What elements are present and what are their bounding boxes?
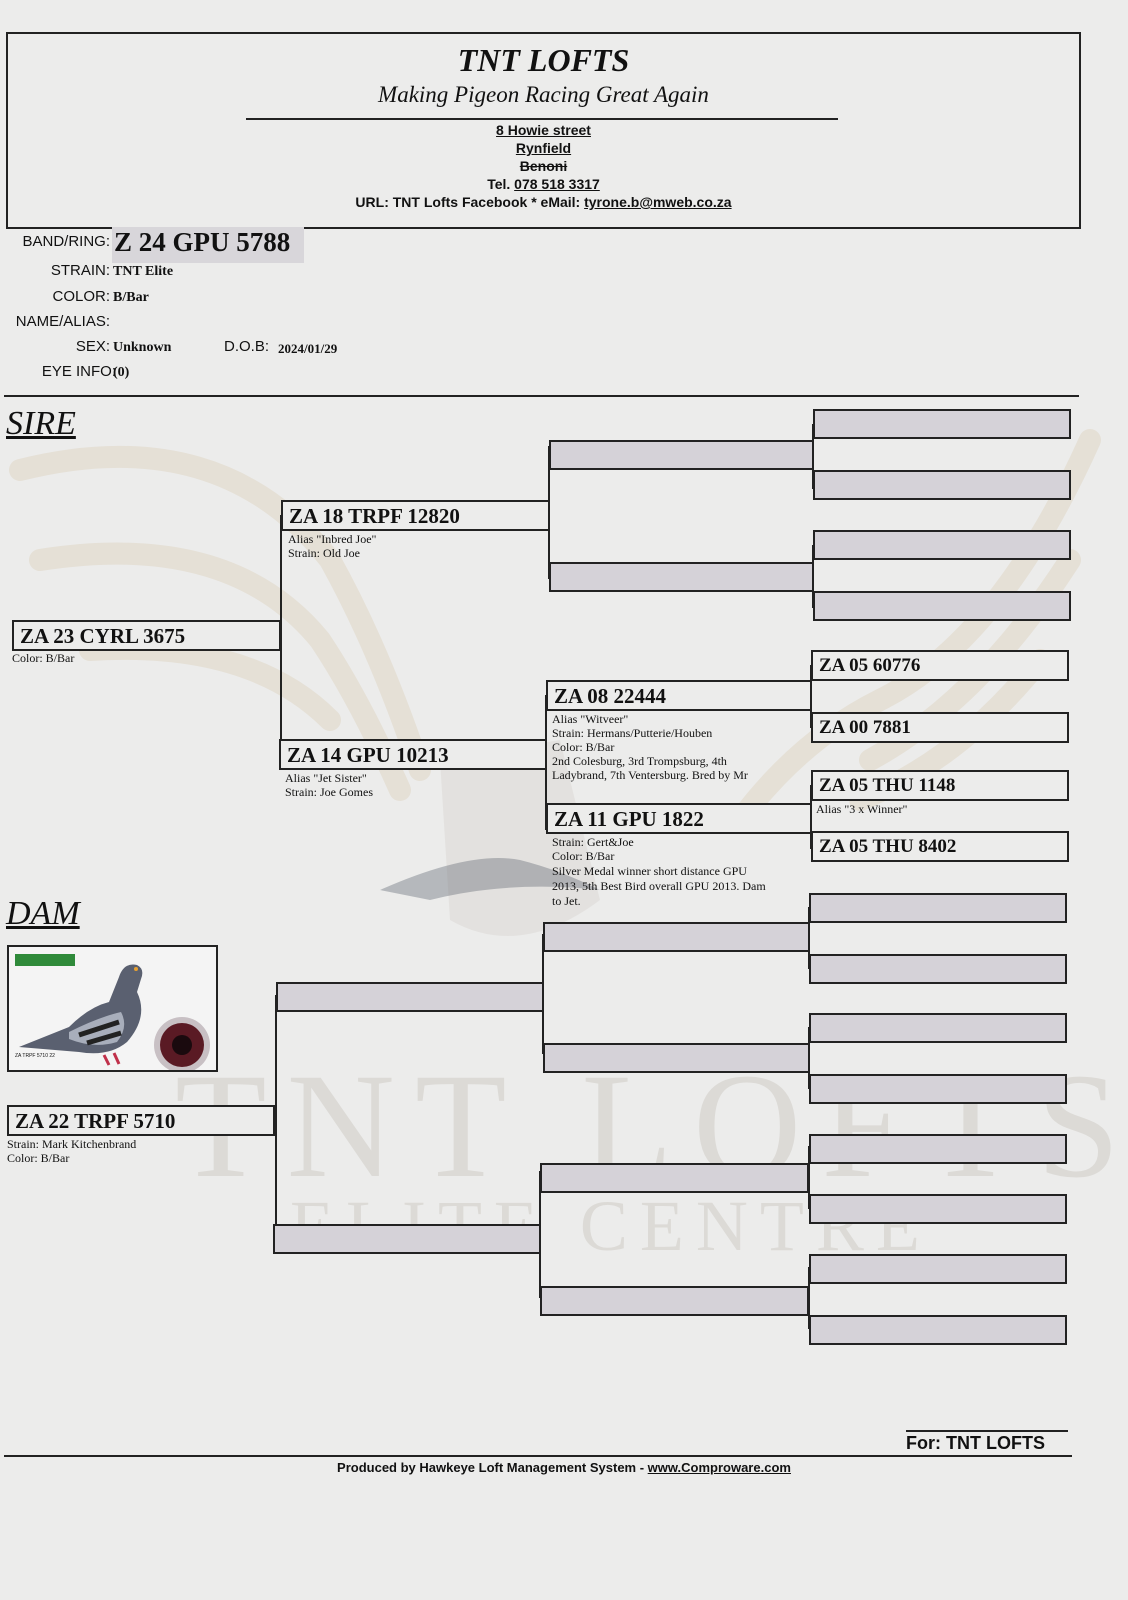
url-prefix: URL: TNT Lofts Facebook * eMail: bbox=[355, 194, 581, 210]
ancestor-box-empty bbox=[276, 982, 544, 1012]
gen4-band: ZA 05 60776 bbox=[819, 655, 921, 676]
eye-value: (0) bbox=[113, 365, 130, 380]
sire-dam-dam-note: Silver Medal winner short distance GPU bbox=[552, 864, 747, 878]
strain-label: STRAIN: bbox=[50, 262, 110, 279]
sire-dam-dam-band: ZA 11 GPU 1822 bbox=[554, 807, 704, 831]
name-alias-label: NAME/ALIAS: bbox=[15, 313, 110, 330]
dob-label: D.O.B: bbox=[224, 338, 270, 355]
ancestor-box-empty bbox=[543, 922, 810, 952]
color-value: B/Bar bbox=[113, 290, 149, 305]
ancestor-box-empty bbox=[549, 562, 814, 592]
info-divider bbox=[4, 395, 1079, 397]
sire-dam-sire-strain: Strain: Hermans/Putterie/Houben bbox=[552, 726, 713, 740]
ancestor-box-empty bbox=[540, 1163, 809, 1193]
ancestor-box-empty bbox=[813, 591, 1071, 621]
dob-value: 2024/01/29 bbox=[278, 341, 338, 356]
address-line-3: Benoni bbox=[519, 158, 568, 174]
loft-title: TNT LOFTS bbox=[457, 42, 630, 78]
sire-color: Color: B/Bar bbox=[12, 651, 75, 665]
sire-dam-alias: Alias "Jet Sister" bbox=[285, 771, 367, 785]
ancestor-box-empty bbox=[809, 1315, 1067, 1345]
gen4-band: ZA 05 THU 1148 bbox=[819, 775, 956, 796]
gen4-alias: Alias "3 x Winner" bbox=[816, 802, 908, 816]
tel-number: 078 518 3317 bbox=[514, 176, 600, 192]
sire-dam-band: ZA 14 GPU 10213 bbox=[287, 743, 449, 767]
ancestor-box-empty bbox=[540, 1286, 809, 1316]
produced-by-text: Produced by Hawkeye Loft Management Syst… bbox=[337, 1460, 648, 1475]
url-line: URL: TNT Lofts Facebook * eMail: tyrone.… bbox=[8, 194, 1079, 210]
sire-dam-box: ZA 14 GPU 10213 bbox=[279, 739, 547, 770]
for-label: For: TNT LOFTS bbox=[906, 1433, 1045, 1453]
photo-caption: ZA TRPF 5710 22 bbox=[15, 1053, 55, 1059]
dam-section-label: DAM bbox=[6, 895, 80, 932]
sire-section-label: SIRE bbox=[6, 405, 76, 442]
strain-value: TNT Elite bbox=[113, 264, 174, 279]
sire-dam-sire-band: ZA 08 22444 bbox=[554, 684, 667, 708]
ancestor-box-empty bbox=[809, 954, 1067, 984]
sire-box: ZA 23 CYRL 3675 bbox=[12, 620, 281, 651]
gen4-box: ZA 00 7881 bbox=[811, 712, 1069, 743]
sex-value: Unknown bbox=[113, 340, 172, 355]
photo-logo-badge bbox=[15, 954, 75, 966]
color-label: COLOR: bbox=[52, 288, 110, 305]
ancestor-box-empty bbox=[809, 893, 1067, 923]
ancestor-box-empty bbox=[809, 1134, 1067, 1164]
pigeon-icon bbox=[19, 964, 210, 1070]
ancestor-box-empty bbox=[809, 1013, 1067, 1043]
sire-dam-sire-alias: Alias "Witveer" bbox=[552, 712, 629, 726]
dam-box: ZA 22 TRPF 5710 bbox=[7, 1105, 275, 1136]
sire-dam-dam-note-3: to Jet. bbox=[552, 894, 581, 908]
ancestor-box-empty bbox=[543, 1043, 810, 1073]
sire-dam-sire-box: ZA 08 22444 bbox=[546, 680, 812, 711]
gen4-box: ZA 05 60776 bbox=[811, 650, 1069, 681]
comproware-link[interactable]: www.Comproware.com bbox=[647, 1460, 791, 1475]
band-highlight bbox=[112, 227, 304, 263]
dam-strain: Strain: Mark Kitchenbrand bbox=[7, 1137, 137, 1151]
for-rule bbox=[906, 1430, 1068, 1432]
gen4-box: ZA 05 THU 8402 bbox=[811, 831, 1069, 862]
loft-subtitle: Making Pigeon Racing Great Again bbox=[378, 82, 709, 107]
sire-sire-alias: Alias "Inbred Joe" bbox=[288, 532, 377, 546]
ancestor-box-empty bbox=[809, 1074, 1067, 1104]
band-value: Z 24 GPU 5788 bbox=[114, 227, 291, 257]
ancestor-box-empty bbox=[813, 409, 1071, 439]
dam-band: ZA 22 TRPF 5710 bbox=[15, 1109, 176, 1133]
ancestor-box-empty bbox=[809, 1194, 1067, 1224]
gen4-band: ZA 00 7881 bbox=[819, 717, 911, 738]
ancestor-box-empty bbox=[813, 530, 1071, 560]
sire-dam-dam-box: ZA 11 GPU 1822 bbox=[546, 803, 812, 834]
eye-label: EYE INFO: bbox=[41, 363, 116, 380]
header-rule bbox=[246, 118, 838, 120]
gen4-box: ZA 05 THU 1148 bbox=[811, 770, 1069, 801]
sire-dam-dam-color: Color: B/Bar bbox=[552, 849, 615, 863]
sire-dam-sire-color: Color: B/Bar bbox=[552, 740, 615, 754]
address-line-2: Rynfield bbox=[515, 140, 572, 156]
sire-dam-dam-note-2: 2013, 5th Best Bird overall GPU 2013. Da… bbox=[552, 879, 766, 893]
ancestor-box-empty bbox=[809, 1254, 1067, 1284]
dam-color: Color: B/Bar bbox=[7, 1151, 70, 1165]
sire-band: ZA 23 CYRL 3675 bbox=[20, 624, 186, 648]
footer-rule bbox=[4, 1455, 1072, 1457]
sire-sire-strain: Strain: Old Joe bbox=[288, 546, 360, 560]
band-label: BAND/RING: bbox=[22, 233, 110, 250]
email-link[interactable]: tyrone.b@mweb.co.za bbox=[584, 194, 732, 210]
address-line-1: 8 Howie street bbox=[496, 122, 591, 138]
gen4-band: ZA 05 THU 8402 bbox=[819, 836, 957, 857]
ancestor-box-empty bbox=[813, 470, 1071, 500]
produced-by-line: Produced by Hawkeye Loft Management Syst… bbox=[0, 1460, 1128, 1475]
tel-label: Tel. bbox=[487, 176, 511, 192]
sire-sire-box: ZA 18 TRPF 12820 bbox=[281, 500, 550, 531]
dam-photo: ZA TRPF 5710 22 bbox=[7, 945, 218, 1072]
sire-dam-sire-note: 2nd Colesburg, 3rd Trompsburg, 4th bbox=[552, 754, 727, 768]
ancestor-box-empty bbox=[549, 440, 814, 470]
sire-sire-band: ZA 18 TRPF 12820 bbox=[289, 504, 460, 528]
header-box: TNT LOFTS Making Pigeon Racing Great Aga… bbox=[6, 32, 1081, 229]
telephone-line: Tel. 078 518 3317 bbox=[8, 176, 1079, 192]
sex-label: SEX: bbox=[75, 338, 110, 355]
sire-dam-sire-note-2: Ladybrand, 7th Ventersburg. Bred by Mr bbox=[552, 768, 748, 782]
ancestor-box-empty bbox=[273, 1224, 541, 1254]
sire-dam-strain: Strain: Joe Gomes bbox=[285, 785, 373, 799]
sire-dam-dam-strain: Strain: Gert&Joe bbox=[552, 835, 634, 849]
